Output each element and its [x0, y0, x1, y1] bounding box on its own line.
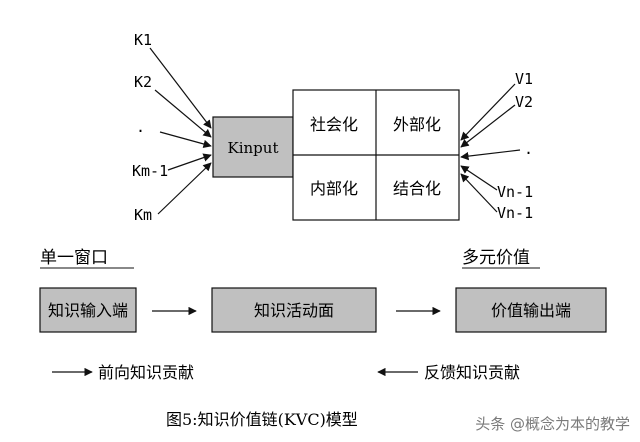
node-knowledge-input-label: 知识输入端	[48, 301, 128, 320]
legend-feedback-label: 反馈知识贡献	[424, 363, 520, 382]
input-arrow-km-1	[167, 153, 212, 171]
input-label-km: Km	[134, 206, 152, 224]
input-arrow-k2	[154, 89, 212, 138]
matrix-cell-combination: 结合化	[393, 179, 441, 198]
output-arrow-vn-1-a	[460, 165, 498, 191]
kinput-label: Kinput	[228, 139, 279, 157]
matrix-cell-internalization: 内部化	[310, 179, 358, 198]
figure-caption: 图5:知识价值链(KVC)模型	[166, 410, 358, 429]
legend-forward-label: 前向知识贡献	[98, 363, 194, 382]
output-arrow-v2	[460, 104, 516, 148]
input-label-km-1: Km-1	[132, 162, 168, 180]
matrix-cell-socialization: 社会化	[310, 115, 358, 134]
multi-value-label: 多元价值	[462, 248, 530, 268]
single-window-label: 单一窗口	[40, 248, 108, 268]
input-arrow-k1	[149, 47, 212, 129]
input-label-k2: K2	[134, 73, 152, 91]
watermark: 头条 @概念为本的教学	[475, 413, 630, 434]
node-knowledge-activity	[211, 287, 377, 333]
node-knowledge-activity-label: 知识活动面	[254, 301, 334, 320]
matrix-cell-externalization: 外部化	[393, 115, 441, 134]
watermark-text: 头条 @概念为本的教学	[475, 415, 630, 433]
input-arrow-dot	[159, 131, 212, 149]
node-knowledge-input	[39, 287, 137, 333]
output-arrow-vn-1-b	[460, 173, 498, 213]
node-value-output-label: 价值输出端	[491, 301, 571, 320]
output-label-vn-1-a: Vn-1	[497, 183, 533, 201]
input-arrow-km	[157, 162, 212, 215]
output-label-v1: V1	[515, 70, 533, 88]
node-value-output	[455, 287, 607, 333]
output-arrow-v1	[460, 83, 516, 141]
output-label-vn-1-b: Vn-1	[497, 204, 533, 222]
output-arrow-dot	[460, 149, 521, 161]
input-label-k1: K1	[134, 31, 152, 49]
output-label-dot: .	[524, 140, 533, 158]
output-label-v2: V2	[515, 93, 533, 111]
input-label-dot: .	[136, 118, 145, 136]
